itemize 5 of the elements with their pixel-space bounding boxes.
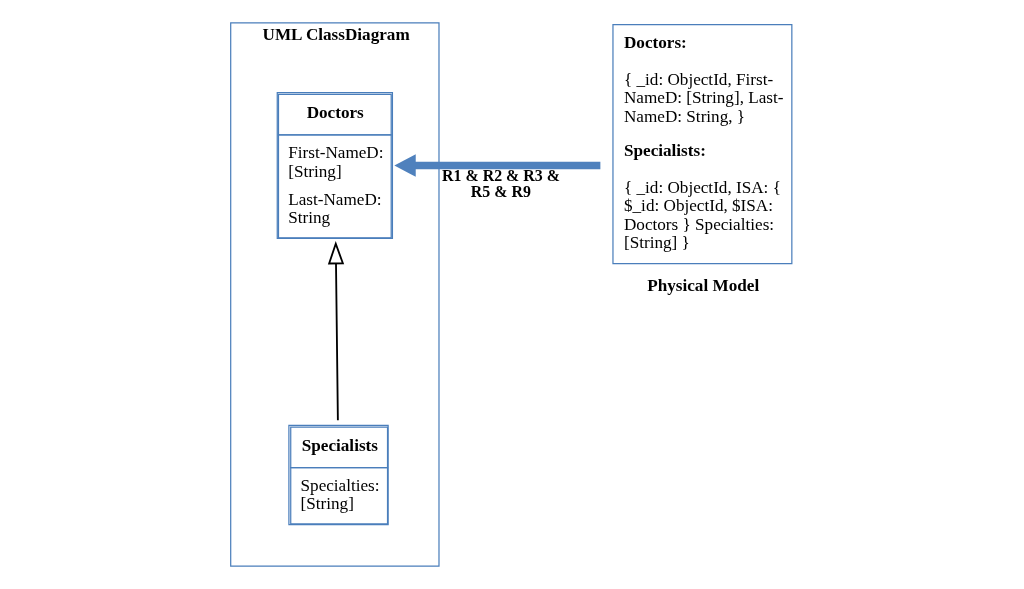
arrow [393,154,600,177]
node-label: Physical Model [646,275,759,295]
edge-label: R1 & R2 & R3 & R5 & R9 [441,166,560,200]
node-box: Doctors: { _id: ObjectId, First-NameD: [String], Last-NameD: String, } Specialists: { _id: ObjectId, ISA: { $_id: ObjectId, $ISA: Doctors } Specialties: [String] } [611,24,792,265]
arrow [327,241,344,422]
